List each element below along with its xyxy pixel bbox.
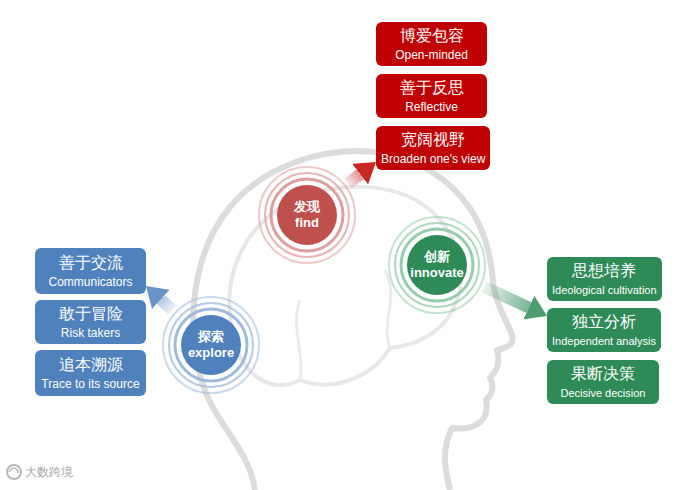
stage-circle: 创新innovate: [407, 235, 467, 295]
block-arrow: [484, 287, 529, 308]
chinese-label: 宽阔视野: [401, 130, 465, 149]
chinese-label: 果断决策: [571, 364, 635, 383]
english-label: Communicators: [48, 275, 132, 289]
watermark-logo: [7, 465, 21, 479]
circle-ring: [169, 303, 253, 387]
english-label: Independent analysis: [552, 335, 656, 348]
chinese-label: 发现: [294, 199, 320, 215]
english-label: Open-minded: [395, 48, 468, 62]
trait-box: 果断决策 Decisive decision: [547, 360, 659, 404]
circle-ring: [175, 309, 247, 381]
english-label: Risk takers: [61, 326, 120, 340]
chinese-label: 思想培养: [572, 261, 636, 280]
chinese-label: 善于反思: [400, 78, 464, 97]
english-label: Reflective: [405, 100, 458, 114]
chinese-label: 博爱包容: [400, 26, 464, 45]
english-label: Broaden one's view: [381, 152, 485, 166]
circle-ring: [271, 179, 343, 251]
english-label: Trace to its source: [41, 377, 139, 391]
trait-box: 宽阔视野 Broaden one's view: [376, 126, 490, 170]
head-outline: [193, 151, 512, 490]
stage-circle: 发现find: [277, 185, 337, 245]
trait-box: 独立分析 Independent analysis: [547, 308, 661, 352]
block-arrow: [161, 299, 173, 310]
chinese-label: 追本溯源: [59, 355, 123, 374]
watermark: 大数跨境: [25, 464, 73, 481]
watermark-logo-swirl: [9, 468, 18, 473]
circle-ring: [389, 217, 485, 313]
english-label: Ideological cultivation: [552, 284, 657, 297]
chinese-label: 敢于冒险: [59, 304, 123, 323]
trait-box: 博爱包容 Open-minded: [376, 22, 487, 66]
circle-ring: [265, 173, 349, 257]
trait-box: 追本溯源 Trace to its source: [35, 350, 146, 396]
chinese-label: 创新: [424, 249, 450, 265]
trait-box: 善于交流 Communicators: [35, 248, 146, 294]
trait-box: 善于反思 Reflective: [376, 74, 487, 118]
english-label: Decisive decision: [561, 387, 646, 400]
circle-core: [407, 235, 467, 295]
circle-core: [277, 185, 337, 245]
english-label: innovate: [410, 265, 463, 281]
circle-ring: [401, 229, 473, 301]
chinese-label: 独立分析: [572, 312, 636, 331]
circle-core: [181, 315, 241, 375]
trait-box: 思想培养 Ideological cultivation: [547, 257, 662, 301]
chinese-label: 探索: [198, 329, 224, 345]
chinese-label: 善于交流: [59, 253, 123, 272]
circle-ring: [395, 223, 479, 307]
circle-ring: [259, 167, 355, 263]
english-label: find: [295, 215, 319, 231]
brain-fold: [296, 270, 390, 380]
circle-ring: [163, 297, 259, 393]
block-arrow: [348, 174, 360, 183]
trait-box: 敢于冒险 Risk takers: [35, 300, 146, 344]
english-label: explore: [188, 345, 234, 361]
stage-circle: 探索explore: [181, 315, 241, 375]
